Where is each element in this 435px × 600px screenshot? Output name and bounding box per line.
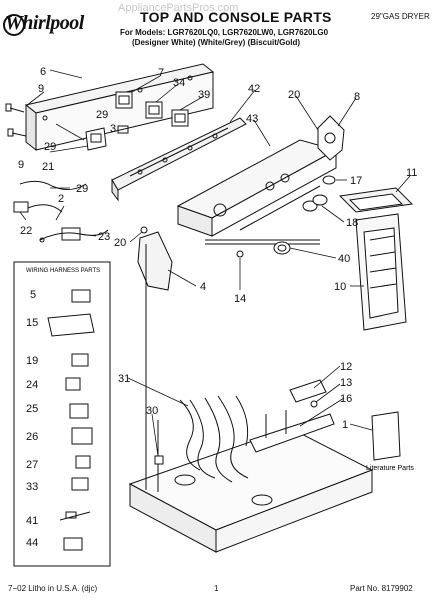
callout-30: 30 [146,405,158,417]
callout-13: 13 [340,377,352,389]
callout-9-bottom: 9 [18,159,24,171]
harness-item-24: 24 [26,379,38,391]
harness-box-title: WIRING HARNESS PARTS [26,268,100,274]
callout-3: 3 [110,123,116,135]
callout-42: 42 [248,83,260,95]
brand-logo: Whirlpool [5,12,84,34]
footer-print-info: 7−02 Litho in U.S.A. (djc) [8,584,98,593]
callout-2: 2 [58,193,64,205]
harness-item-44: 44 [26,537,38,549]
top-panel-drawing [128,413,374,553]
console-backplate-drawing [111,117,247,202]
harness-item-25: 25 [26,403,38,415]
callout-20-left: 20 [114,237,126,249]
callout-40: 40 [338,253,350,265]
harness-item-33: 33 [26,481,38,493]
wire-bundle-drawing [145,244,249,492]
brand-logo-ring [3,14,25,36]
callout-10: 10 [334,281,346,293]
knob-drawing [273,194,328,255]
screw-drawing [5,103,27,137]
callout-11: 11 [406,167,417,179]
callout-43: 43 [246,113,258,125]
callout-1: 1 [342,419,348,431]
callout-21: 21 [42,161,54,173]
callout-31: 31 [118,373,130,385]
callout-7: 7 [158,67,164,79]
callout-16: 16 [340,393,352,405]
product-type: 29"GAS DRYER [371,12,430,21]
callout-9-top: 9 [38,83,44,95]
callout-29-lower: 29 [76,183,88,195]
page-title: TOP AND CONSOLE PARTS [140,9,332,25]
footer-page-number: 1 [214,584,219,593]
color-variants: (Designer White) (White/Grey) (Biscuit/G… [132,38,301,47]
callout-22: 22 [20,225,32,237]
callout-39: 39 [198,89,210,101]
callout-12: 12 [340,361,352,373]
switch-drawing [115,91,189,127]
watermark: AppliancePartsPros.com [118,2,239,14]
callout-4: 4 [200,281,206,293]
callout-23: 23 [98,231,110,243]
callout-17: 17 [350,175,362,187]
literature-booklet [371,411,401,461]
callout-8: 8 [354,91,360,103]
timer-drawing [85,125,129,151]
callout-6: 6 [40,66,46,78]
harness-item-26: 26 [26,431,38,443]
model-list: For Models: LGR7620LQ0, LGR7620LW0, LGR7… [120,28,329,37]
harness-item-5: 5 [30,289,36,301]
harness-item-27: 27 [26,459,38,471]
harness-item-19: 19 [26,355,38,367]
side-bracket-drawing [317,115,345,185]
harness-box-frame [13,261,111,567]
callout-18: 18 [346,217,358,229]
callout-20-right: 20 [288,89,300,101]
literature-label: Literature Parts [366,465,414,472]
callout-14: 14 [234,293,246,305]
harness-part-icons [47,289,95,551]
harness-item-41: 41 [26,515,38,527]
harness-item-15: 15 [26,317,38,329]
end-cap-drawing [137,226,244,291]
console-drawing [176,139,338,245]
callout-29-upper: 29 [96,109,108,121]
lint-screen-drawing [338,187,414,331]
leader-lines [19,69,411,457]
footer-part-number: Part No. 8179902 [350,584,413,593]
callout-29-mid: 29 [44,141,56,153]
callout-34: 34 [173,77,185,89]
